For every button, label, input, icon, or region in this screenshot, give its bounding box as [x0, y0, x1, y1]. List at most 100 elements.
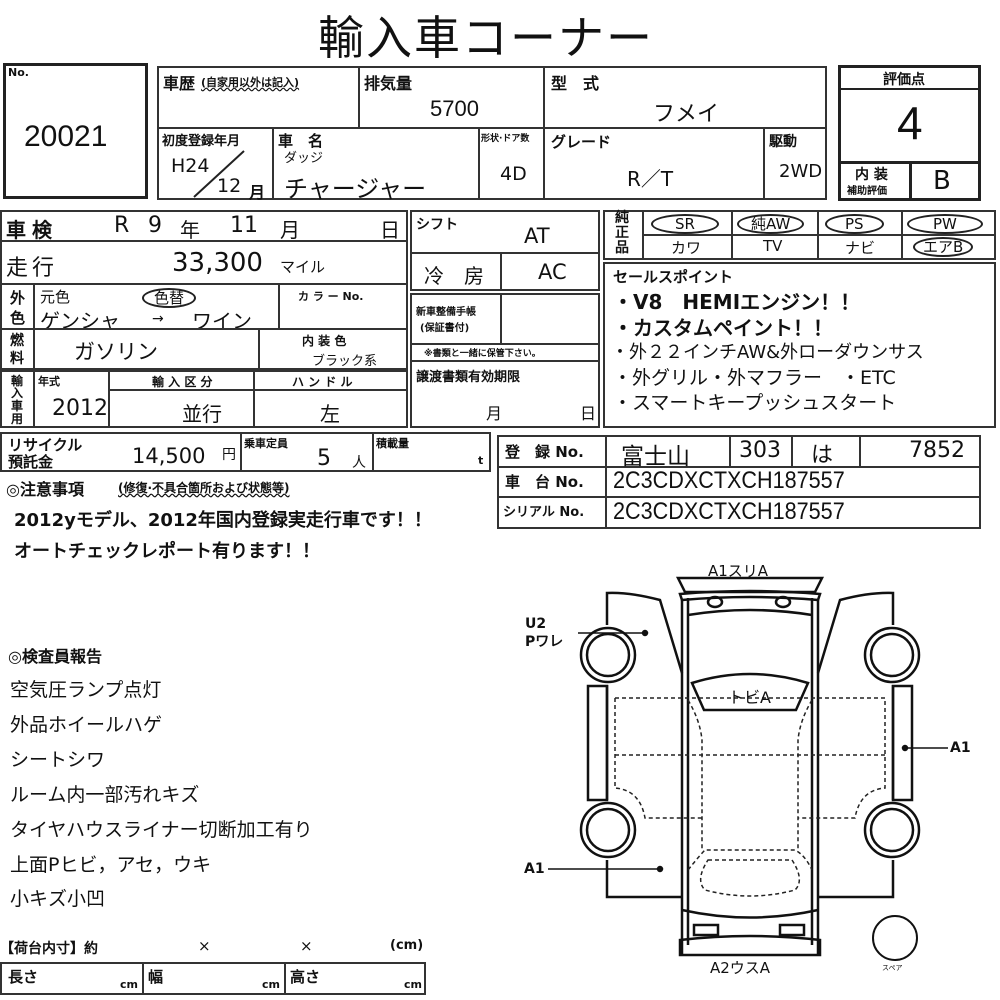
interior-rating-label-2: 補助評価 [847, 186, 887, 197]
right-rear-wheel-arch [863, 801, 921, 859]
fuel-label-2: 料 [10, 351, 24, 367]
inspector-item: 上面Pヒビ，アセ，ウキ [10, 854, 212, 876]
handle-value: 左 [320, 402, 340, 426]
capacity-label: 乗車定員 [244, 437, 288, 450]
right-rear-wheel [869, 807, 915, 853]
windshield [690, 672, 810, 712]
car-name-value: チャージャー [284, 175, 427, 203]
left-side-panel [605, 591, 684, 899]
transfer-docs-day-unit: 日 [580, 404, 597, 423]
model-year-value: 2012 [52, 396, 108, 421]
drive-cell: 駆動 2WD [763, 127, 827, 200]
option-tv: TV [763, 237, 783, 255]
load-label: 積載量 [376, 437, 409, 450]
interior-color-value: ブラック系 [312, 354, 378, 369]
fuel-value: ガソリン [74, 340, 158, 364]
inspector-item: ルーム内一部汚れキズ [10, 784, 200, 806]
registration-table: 登 録 No. 富士山 303 は 7852 車 台 No. 2C3CDXCTX… [497, 435, 981, 529]
inspection-month: 11 [230, 213, 258, 238]
option-pw: PW [907, 214, 983, 234]
option-leather: カワ [671, 239, 702, 257]
mileage-unit: マイル [280, 258, 326, 276]
recycle-value: 14,500 [132, 444, 206, 468]
capacity-unit: 人 [352, 455, 366, 471]
rating-box: 評価点 4 内 装 補助評価 B [838, 65, 981, 201]
first-registration-year: H24 [171, 155, 210, 177]
chassis-number: 2C3CDXCTXCH187557 [613, 467, 845, 494]
front-bumper [678, 908, 822, 957]
exterior-color-label-1: 外 [10, 289, 26, 307]
fuel-row: 燃 料 ガソリン 内 装 色 ブラック系 [0, 328, 408, 370]
ac-label: 冷 房 [424, 264, 484, 288]
sales-point: ・スマートキープッシュスタート [613, 392, 897, 414]
inspection-label: 車検 [6, 218, 58, 242]
option-sr: SR [651, 214, 719, 234]
import-label-1: 輸 [11, 374, 24, 388]
registration-number: 7852 [909, 438, 965, 463]
headlight [778, 923, 806, 937]
import-label-2: 入 [11, 386, 24, 400]
left-front-damage-mark-1: U2 [525, 616, 547, 632]
model-code-label: 型 式 [551, 74, 600, 93]
rear-spoiler [675, 576, 825, 594]
color-number-label: カ ラ ー No. [298, 290, 364, 303]
first-registration-month-unit: 月 [249, 183, 266, 202]
import-type-label: 輸 入 区 分 [152, 375, 213, 389]
left-sill [586, 684, 609, 802]
right-front-wheel [869, 632, 915, 678]
inspection-era: R [114, 213, 130, 238]
inspector-report-label: ◎検査員報告 [8, 647, 102, 666]
recycle-label-2: 預託金 [8, 453, 54, 471]
service-book-note: ※書類と一緒に保管下さい。 [424, 349, 541, 359]
sales-points-label: セールスポイント [613, 268, 734, 286]
color-changed-badge: 色替 [142, 288, 197, 308]
car-maker: ダッジ [284, 151, 324, 166]
first-registration-label: 初度登録年月 [162, 134, 241, 149]
sales-point: ・外グリル・外マフラー ・ETC [613, 367, 896, 389]
sales-point: ・外２２インチAW&外ローダウンサス [611, 342, 924, 363]
cargo-times-2: × [300, 937, 313, 955]
grade-value: R／T [627, 167, 674, 191]
exterior-color-label-2: 色 [10, 309, 26, 327]
sales-point: ・カスタムペイント！！ [613, 316, 833, 340]
option-navi: ナビ [845, 239, 876, 257]
capacity-value: 5 [317, 446, 331, 471]
model-code-value: フメイ [653, 102, 720, 127]
sales-points-box: セールスポイント ・V8 HEMIエンジン！！ ・カスタムペイント！！ ・外２２… [603, 262, 996, 428]
mileage-label: 走行 [6, 256, 59, 281]
rear-window [699, 859, 801, 897]
inspector-item: 空気圧ランプ点灯 [10, 679, 162, 701]
shift-value: AT [524, 224, 550, 248]
serial-number: 2C3CDXCTXCH187557 [613, 498, 845, 525]
sales-point: ・V8 HEMIエンジン！！ [613, 290, 861, 314]
right-side-damage-mark: A1 [950, 740, 971, 756]
rating-label: 評価点 [883, 72, 925, 88]
page-title: 輸入車コーナー [318, 11, 654, 65]
drive-value: 2WD [779, 161, 823, 182]
history-label: 車歴 [163, 74, 196, 93]
door-outline [614, 697, 886, 819]
import-row: 輸 入 車 用 年式 2012 輸 入 区 分 並行 ハ ン ド ル 左 [0, 370, 408, 428]
notes-label: ◎注意事項 [6, 480, 84, 499]
inspection-year: 9 [148, 213, 162, 238]
options-label-1: 純 [615, 210, 629, 226]
lot-label: No. [8, 66, 29, 79]
left-front-damage-mark-2: Pワレ [525, 634, 564, 650]
note-line: オートチェックレポート有ります！！ [14, 541, 320, 562]
cargo-width-unit: cm [262, 978, 280, 991]
serial-label: シリアル No. [503, 505, 585, 520]
cargo-height-unit: cm [404, 978, 422, 991]
tail-light [774, 595, 792, 609]
original-color-label: 元色 [40, 288, 71, 306]
left-rear-damage-mark: A1 [524, 861, 545, 877]
inspector-item: タイヤハウスライナー切断加工有り [10, 819, 313, 841]
right-front-wheel-arch [863, 626, 921, 684]
notes-subtitle: (修復·不具合箇所および状態等) [118, 481, 290, 495]
cargo-height-label: 高さ [290, 968, 321, 986]
recycle-label: リサイクル [8, 436, 83, 454]
registration-area: 富士山 [621, 444, 690, 470]
inspection-day-unit: 日 [380, 218, 400, 242]
left-rear-wheel-arch [579, 801, 637, 859]
import-type-value: 並行 [182, 402, 222, 426]
lot-number-box: No. 20021 [3, 63, 148, 199]
